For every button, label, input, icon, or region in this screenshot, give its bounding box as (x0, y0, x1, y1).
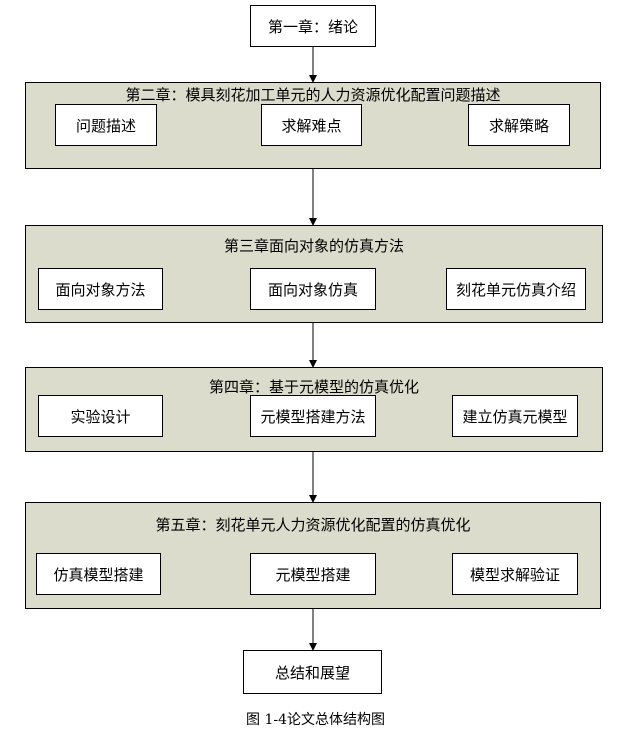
chapter1-label: 第一章：绪论 (267, 17, 358, 36)
chapter5-step1: 仿真模型搭建 (36, 553, 161, 595)
step-label: 建立仿真元模型 (462, 407, 568, 426)
chapter5-step2: 元模型搭建 (250, 553, 376, 595)
chapter4-title: 第四章：基于元模型的仿真优化 (208, 378, 419, 396)
chapter4-step2: 元模型搭建方法 (250, 395, 376, 437)
chapter2-step3: 求解策略 (468, 104, 570, 146)
step-label: 模型求解验证 (469, 565, 560, 584)
step-label: 元模型搭建 (275, 565, 351, 584)
step-label: 面向对象仿真 (267, 280, 358, 299)
chapter3-step1: 面向对象方法 (38, 268, 163, 310)
step-label: 求解难点 (281, 116, 342, 135)
chapter1-box: 第一章：绪论 (250, 5, 376, 47)
chapter3-step3: 刻花单元仿真介绍 (446, 268, 586, 310)
step-label: 求解策略 (488, 116, 549, 135)
step-label: 实验设计 (70, 407, 131, 426)
step-label: 元模型搭建方法 (260, 407, 366, 426)
chapter5-title: 第五章：刻花单元人力资源优化配置的仿真优化 (155, 516, 471, 534)
figure-caption: 图 1-4论文总体结构图 (246, 712, 385, 728)
step-label: 问题描述 (75, 116, 136, 135)
chapter4-step3: 建立仿真元模型 (452, 395, 578, 437)
step-label: 仿真模型搭建 (53, 565, 144, 584)
chapter3-title: 第三章面向对象的仿真方法 (223, 237, 404, 255)
step-label: 面向对象方法 (55, 280, 146, 299)
summary-label: 总结和展望 (274, 663, 350, 682)
chapter3-step2: 面向对象仿真 (250, 268, 376, 310)
chapter2-step2: 求解难点 (261, 104, 362, 146)
chapter2-step1: 问题描述 (55, 104, 157, 146)
step-label: 刻花单元仿真介绍 (455, 280, 576, 299)
chapter2-title: 第二章：模具刻花加工单元的人力资源优化配置问题描述 (125, 86, 501, 104)
summary-box: 总结和展望 (243, 650, 382, 694)
chapter5-step3: 模型求解验证 (452, 553, 578, 595)
chapter4-step1: 实验设计 (38, 395, 163, 437)
